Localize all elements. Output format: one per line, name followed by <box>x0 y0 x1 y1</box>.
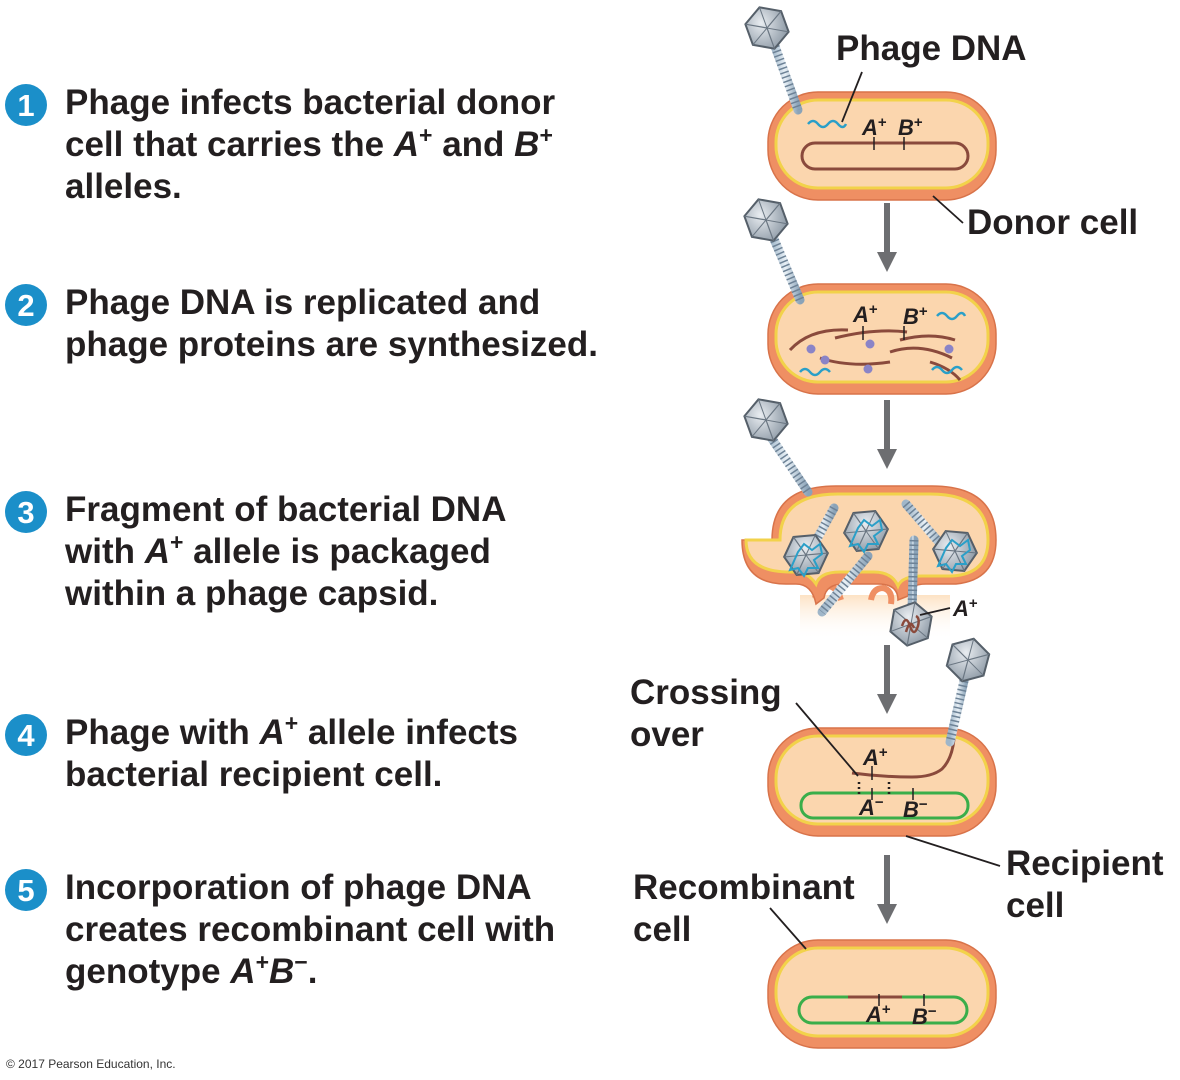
allele-a-plus: A+ <box>865 1001 891 1027</box>
down-arrow <box>877 203 897 272</box>
allele-a-plus: A+ <box>862 744 888 770</box>
phage-dna-strand <box>807 119 848 129</box>
donor-cell: A+ B+ <box>767 91 997 201</box>
recipient-cell-leader <box>905 835 1001 867</box>
step-description: Incorporation of phage DNA creates recom… <box>65 868 556 991</box>
infected-cell: A+ B+ <box>767 283 997 395</box>
allele-a-minus: A− <box>858 794 884 820</box>
step-number-badge: 1 <box>5 84 47 126</box>
label-recombinant-cell: Recombinant cell <box>633 868 855 949</box>
allele-a-plus: A+ <box>852 301 878 327</box>
recipient-cell: A+ A− B− <box>767 727 997 837</box>
donor-cell-leader <box>932 195 964 224</box>
phage <box>942 632 994 747</box>
allele-b-minus: B− <box>903 796 928 822</box>
copyright-notice: © 2017 Pearson Education, Inc. <box>6 1057 176 1071</box>
phage <box>740 0 803 115</box>
down-arrow <box>877 645 897 714</box>
lysing-cell: A+ <box>741 485 997 650</box>
phage-head-icon <box>739 391 793 449</box>
label-phage-dna: Phage DNA <box>836 29 1027 68</box>
phage <box>739 191 805 305</box>
phage-dna-leader <box>841 71 863 123</box>
transducing-phage <box>887 598 935 650</box>
phage-head-icon <box>740 0 794 57</box>
crossing-over-leader <box>795 702 859 777</box>
label-recipient-cell: Recipient cell <box>1006 844 1164 925</box>
label-crossing-over: Crossing over <box>630 673 782 754</box>
allele-b-minus: B− <box>912 1003 937 1029</box>
allele-b-plus: B+ <box>898 114 923 140</box>
step-description: Phage DNA is replicated and phage protei… <box>65 283 598 364</box>
step-number-badge: 5 <box>5 869 47 911</box>
down-arrow <box>877 400 897 469</box>
phage-head-icon <box>739 191 793 249</box>
allele-a-plus: A+ <box>952 595 978 621</box>
step-number-badge: 2 <box>5 284 47 326</box>
label-donor-cell: Donor cell <box>967 203 1139 242</box>
step-number-badge: 4 <box>5 714 47 756</box>
step-description: Fragment of bacterial DNA with A+ allele… <box>65 490 507 613</box>
step-number-badge: 3 <box>5 491 47 533</box>
recombinant-cell: A+ B− <box>767 939 997 1049</box>
allele-b-plus: B+ <box>903 303 928 329</box>
step-description: Phage infects bacterial donor cell that … <box>65 83 556 206</box>
process-arrows <box>877 203 897 924</box>
phage-head-icon <box>942 632 994 688</box>
recombinant-cell-leader <box>769 907 807 950</box>
down-arrow <box>877 855 897 924</box>
step-description: Phage with A+ allele infects bacterial r… <box>65 710 519 795</box>
allele-a-plus: A+ <box>861 114 887 140</box>
phage <box>739 391 813 497</box>
